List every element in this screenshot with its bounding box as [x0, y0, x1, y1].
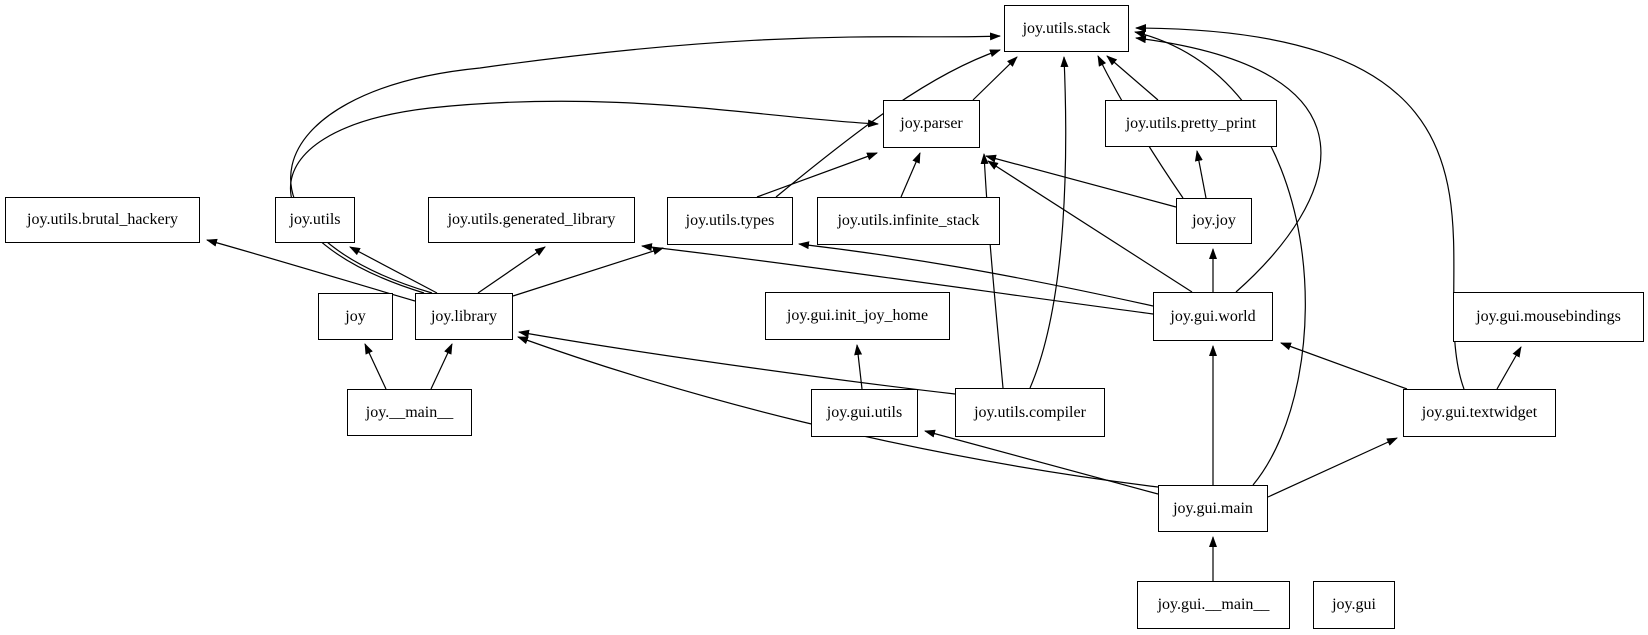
node-joy-gui-utils: joy.gui.utils: [811, 389, 918, 437]
edge-joy-gui-main-to-joy-gui-textwidget: [1267, 437, 1398, 498]
edge-joy-library-to-joy-utils-brutal-hackery: [206, 238, 416, 302]
node-joy-utils-generated-library: joy.utils.generated_library: [428, 197, 635, 243]
node-label: joy.utils.types: [685, 212, 775, 229]
edge-joy-gui-world-to-joy-parser: [987, 160, 1193, 293]
edge-joy-joy-to-joy-parser: [985, 154, 1177, 208]
node-label: joy.utils.stack: [1022, 19, 1111, 37]
node-joy-main: joy.__main__: [347, 389, 472, 436]
node-joy-utils-stack: joy.utils.stack: [1004, 5, 1129, 52]
node-joy-gui-world: joy.gui.world: [1153, 292, 1273, 341]
edge-joy-gui-main-to-joy-utils-stack: [1134, 30, 1306, 486]
node-label: joy.parser: [900, 115, 963, 132]
node-label: joy.__main__: [365, 403, 454, 421]
edge-joy-utils-compiler-to-joy-parser: [980, 153, 1004, 389]
edge-joy-library-to-joy-utils: [349, 246, 438, 294]
node-label: joy.gui.mousebindings: [1476, 308, 1621, 325]
node-joy-utils-types: joy.utils.types: [667, 197, 793, 245]
edge-joy-utils-compiler-to-joy-library: [518, 329, 956, 395]
edge-joy-utils-compiler-to-joy-utils-stack: [1029, 56, 1069, 389]
edge-joy-utils-types-to-joy-parser: [756, 152, 878, 198]
node-label: joy.utils.pretty_print: [1125, 114, 1257, 132]
node-joy-gui-textwidget: joy.gui.textwidget: [1403, 389, 1556, 437]
node-joy-parser: joy.parser: [883, 100, 980, 148]
edge-joy-gui-world-to-joy-utils-types: [798, 241, 1154, 307]
node-joy-gui-init-joy-home: joy.gui.init_joy_home: [765, 292, 950, 340]
node-joy-utils-compiler: joy.utils.compiler: [955, 388, 1105, 437]
edge-joy-library-to-joy-utils-stack: [290, 32, 1001, 294]
node-label: joy.gui.main: [1173, 499, 1253, 517]
edge-joy-gui-main-to-joy-gui-utils: [924, 429, 1159, 495]
edge-joy-parser-to-joy-utils-stack: [972, 56, 1018, 101]
node-joy-gui: joy.gui: [1313, 581, 1395, 629]
node-label: joy.utils.infinite_stack: [837, 212, 980, 229]
edge-joy-gui-utils-to-joy-gui-init-joy-home: [854, 344, 863, 390]
node-joy-utils-infinite-stack: joy.utils.infinite_stack: [817, 197, 1000, 245]
edge-joy-gui-textwidget-to-joy-gui-mousebindings: [1496, 346, 1522, 390]
node-joy-gui-main: joy.gui.main: [1158, 485, 1268, 532]
node-joy-gui-mousebindings: joy.gui.mousebindings: [1453, 292, 1644, 342]
node-label: joy.utils: [289, 211, 341, 228]
edge-joy-main-to-joy: [364, 343, 387, 390]
node-joy-gui-main: joy.gui.__main__: [1137, 581, 1290, 629]
node-label: joy.gui.textwidget: [1421, 404, 1538, 421]
edge-joy-library-to-joy-utils-types: [512, 247, 664, 297]
edge-joy-gui-textwidget-to-joy-gui-world: [1280, 342, 1408, 390]
edge-joy-main-to-joy-library: [430, 343, 453, 390]
node-label: joy.gui.world: [1170, 307, 1256, 325]
node-joy-utils-brutal-hackery: joy.utils.brutal_hackery: [5, 197, 200, 243]
node-label: joy.gui.init_joy_home: [786, 307, 929, 324]
edge-joy-utils-infinite-stack-to-joy-parser: [900, 152, 921, 198]
node-label: joy.gui.utils: [826, 404, 903, 421]
edge-joy-gui-world-to-joy-utils-generated-library: [641, 243, 1154, 315]
node-joy-utils: joy.utils: [275, 197, 355, 243]
node-label: joy: [345, 307, 366, 325]
node-label: joy.library: [430, 307, 498, 325]
node-joy-library: joy.library: [415, 293, 513, 340]
node-joy: joy: [318, 293, 393, 340]
edge-joy-gui-main-to-joy-library: [517, 336, 1159, 488]
node-label: joy.utils.brutal_hackery: [27, 211, 178, 228]
node-label: joy.utils.compiler: [974, 403, 1086, 421]
node-label: joy.joy: [1192, 212, 1236, 229]
edge-joy-gui-world-to-joy-utils-stack: [1135, 35, 1322, 293]
node-label: joy.utils.generated_library: [447, 211, 616, 228]
edge-joy-library-to-joy-utils-generated-library: [477, 246, 546, 294]
node-label: joy.gui: [1332, 596, 1376, 613]
edge-joy-joy-to-joy-utils-pretty-print: [1194, 150, 1207, 199]
node-joy-utils-pretty-print: joy.utils.pretty_print: [1105, 100, 1277, 147]
node-label: joy.gui.__main__: [1157, 596, 1270, 613]
node-joy-joy: joy.joy: [1176, 198, 1252, 244]
edge-joy-utils-pretty-print-to-joy-utils-stack: [1106, 55, 1159, 101]
